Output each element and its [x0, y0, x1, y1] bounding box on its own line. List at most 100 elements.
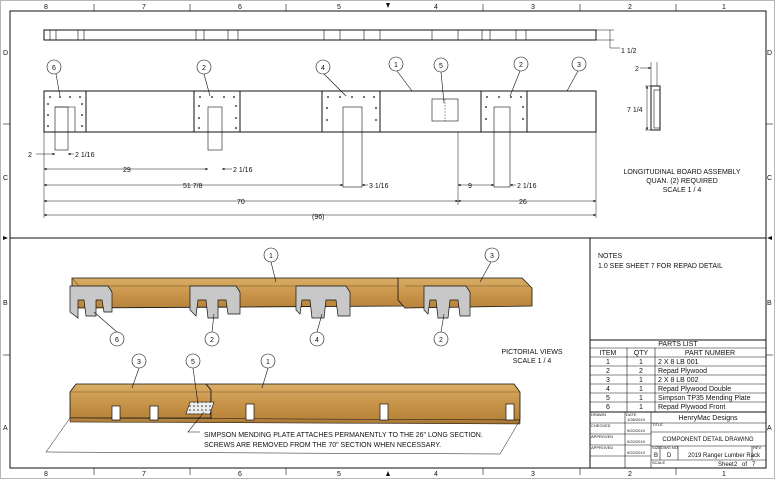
- dim-9: 9: [468, 183, 472, 190]
- screw-holes: [47, 96, 524, 129]
- col-label: 6: [238, 4, 242, 11]
- balloon-label: 3: [137, 359, 141, 366]
- dim-side-2: 2: [635, 66, 639, 73]
- sheet-label: Sheet: [718, 462, 734, 468]
- pictorial-upper-balloons: [109, 247, 500, 347]
- center-marks: [3, 3, 772, 476]
- row-label: D: [3, 50, 8, 57]
- pictorial-upper-leaders: [93, 261, 492, 333]
- sheet-of: of: [742, 462, 747, 468]
- parts-cell: 1: [639, 395, 643, 402]
- dim-7-1-4: 7 1/4: [627, 107, 643, 114]
- parts-cell: 1: [639, 386, 643, 393]
- balloon-label: 2: [210, 337, 214, 344]
- dim-29: 29: [123, 167, 131, 174]
- parts-list: PARTS LIST ITEM QTY PART NUMBER 1 1 2 X …: [589, 339, 767, 413]
- zone-ticks: [3, 4, 773, 475]
- tb-date: 9/22/2019: [627, 428, 646, 433]
- size-value: B: [654, 453, 658, 459]
- assembly-note-line: SCALE 1 / 4: [663, 187, 702, 194]
- parts-cell: Simpson TP35 Mending Plate: [658, 395, 751, 402]
- parts-header-part: PART NUMBER: [685, 350, 735, 357]
- row-label: C: [3, 175, 8, 182]
- balloon-leaders-top: [55, 70, 579, 104]
- dim-2: 2: [28, 152, 32, 159]
- assembly-note-line: LONGITUDINAL BOARD ASSEMBLY: [623, 169, 740, 176]
- col-label: 2: [628, 471, 632, 478]
- balloon-label: 1: [269, 253, 273, 260]
- col-label: 1: [722, 471, 726, 478]
- col-label: 1: [722, 4, 726, 11]
- parts-list-title: PARTS LIST: [658, 341, 698, 348]
- col-label: 5: [337, 4, 341, 11]
- row-label: B: [3, 300, 8, 307]
- sheet-number: 2: [734, 462, 738, 468]
- col-label: 4: [434, 471, 438, 478]
- parts-cell: 6: [606, 404, 610, 411]
- col-label: 3: [531, 4, 535, 11]
- col-label: 3: [531, 471, 535, 478]
- zone-labels: 8 7 6 5 4 3 2 1 8 7 6 5 4 3 2 1 D C B A …: [3, 4, 772, 478]
- balloon-label: 1: [266, 359, 270, 366]
- tb-small-label: APPROVED: [591, 434, 613, 439]
- col-label: 7: [142, 4, 146, 11]
- tb-small-label: TITLE: [652, 422, 663, 427]
- pictorial-lower: [69, 383, 521, 425]
- project-name: 2019 Ranger Lumber Rack: [688, 453, 761, 459]
- dim-3-1-16: 3 1/16: [369, 183, 389, 190]
- tb-small-label: DATE: [626, 412, 637, 417]
- pictorial-label: SCALE 1 / 4: [513, 358, 552, 365]
- tb-small-label: APPROVED: [591, 445, 613, 450]
- balloon-label: 3: [577, 62, 581, 69]
- side-view: [640, 62, 661, 131]
- balloon-label: 5: [191, 359, 195, 366]
- col-label: 8: [44, 4, 48, 11]
- tb-small-label: DWG NO: [661, 445, 678, 450]
- sheet-total: 7: [752, 462, 756, 468]
- dim-26: 26: [519, 199, 527, 206]
- dim-1-1-2: 1 1/2: [621, 48, 637, 55]
- parts-cell: 1: [639, 404, 643, 411]
- mending-plate-5: [431, 98, 459, 122]
- tb-small-label: DRAWN: [591, 412, 606, 417]
- balloon-label: 5: [439, 63, 443, 70]
- balloon-label: 2: [519, 62, 523, 69]
- col-label: 2: [628, 4, 632, 11]
- dim-2-1-16: 2 1/16: [233, 167, 253, 174]
- dim-96: (96): [312, 214, 324, 221]
- parts-cell: 1: [606, 359, 610, 366]
- col-label: 5: [337, 471, 341, 478]
- tb-date: 9/22/2019: [627, 450, 646, 455]
- dim-70: 70: [237, 199, 245, 206]
- balloon-label: 2: [439, 337, 443, 344]
- mending-note-line: SCREWS ARE REMOVED FROM THE 70" SECTION …: [204, 442, 441, 449]
- repad-6: [43, 90, 87, 151]
- balloon-label: 3: [490, 253, 494, 260]
- col-label: 7: [142, 471, 146, 478]
- title-block: DRAWN CHECKED APPROVED APPROVED DATE TIT…: [589, 411, 767, 469]
- repad-4: [321, 90, 381, 188]
- dwg-no-value: D: [667, 453, 672, 459]
- tb-small-label: SIZE: [652, 445, 661, 450]
- parts-cell: Repad Plywood: [658, 368, 707, 375]
- drawing-title: COMPONENT DETAIL DRAWING: [662, 437, 754, 443]
- dim-2-1-16: 2 1/16: [517, 183, 537, 190]
- parts-cell: 2 X 8 LB 002: [658, 377, 699, 384]
- pictorial-label: PICTORIAL VIEWS: [501, 349, 562, 356]
- assembly-note-line: QUAN. (2) REQUIRED: [646, 178, 718, 185]
- parts-cell: Repad Plywood Double: [658, 386, 731, 393]
- pictorial-dim-trace: [45, 417, 521, 455]
- row-label: D: [767, 50, 772, 57]
- col-label: 4: [434, 4, 438, 11]
- parts-cell: 1: [639, 359, 643, 366]
- tb-date: 1/28/2019: [627, 417, 646, 422]
- parts-cell: 2: [639, 368, 643, 375]
- notes-title: NOTES: [598, 253, 622, 260]
- parts-cell: 1: [639, 377, 643, 384]
- dimension-lines: [36, 132, 597, 218]
- tb-date: 9/22/2019: [627, 439, 646, 444]
- parts-cell: 2: [606, 368, 610, 375]
- parts-cell: 5: [606, 395, 610, 402]
- row-label: B: [767, 300, 772, 307]
- parts-cell: 3: [606, 377, 610, 384]
